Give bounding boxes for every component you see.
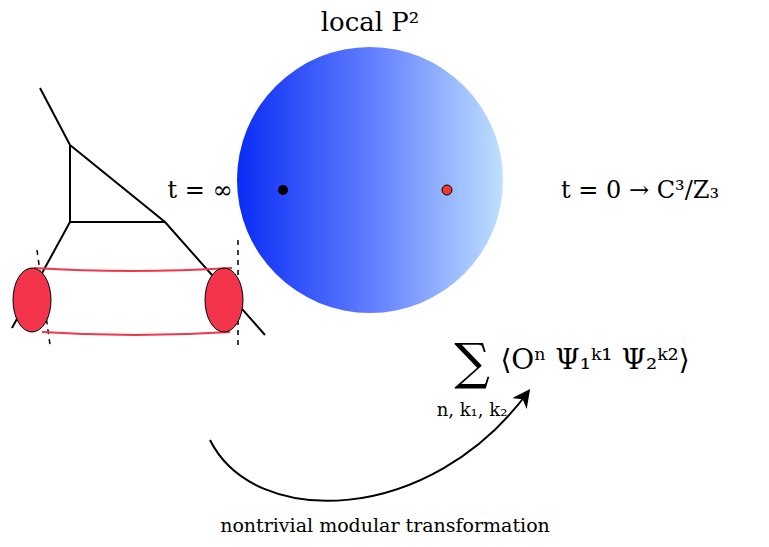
tube-lines — [34, 268, 232, 335]
tube-end-right — [205, 268, 243, 332]
large-radius-point — [278, 185, 288, 195]
correlator: ⟨Oⁿ Ψ₁ᵏ¹ Ψ₂ᵏ²⟩ — [500, 345, 689, 376]
orbifold-point — [442, 185, 452, 195]
point-label: t = ∞ — [167, 177, 232, 203]
tube-end-left — [13, 268, 51, 332]
sum-index: n, k₁, k₂ — [437, 400, 508, 420]
transformation-arrow — [210, 392, 528, 501]
point-label: t = 0 → C³/Z₃ — [561, 177, 719, 203]
toric-web — [12, 88, 265, 335]
moduli-disk — [237, 47, 503, 313]
sum-symbol: ∑ — [454, 335, 490, 390]
caption-label: nontrivial modular transformation — [220, 515, 550, 536]
disk-title: local P² — [321, 8, 420, 37]
